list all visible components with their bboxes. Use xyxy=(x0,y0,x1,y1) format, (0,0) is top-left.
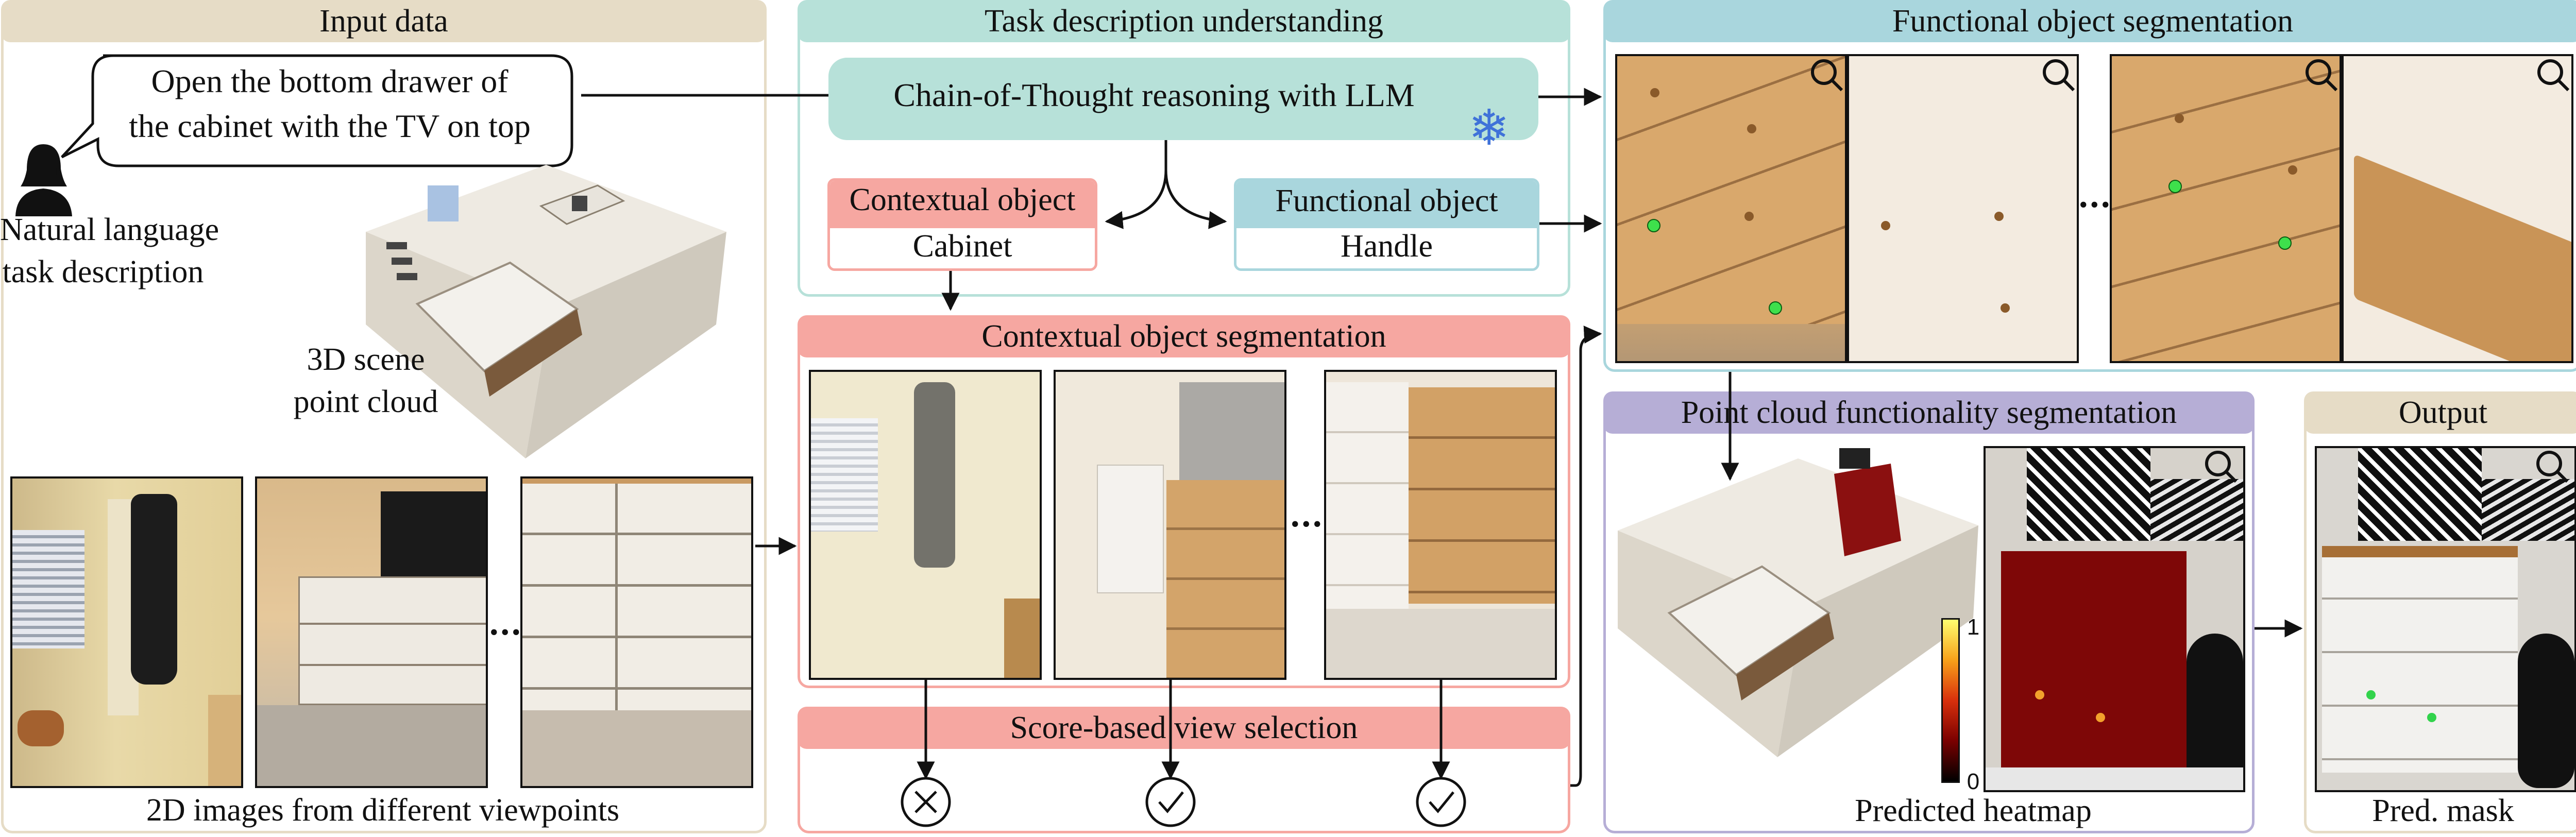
arrow-select-to-funcseg xyxy=(1570,326,1602,787)
speech-bubble xyxy=(61,54,573,167)
func-view-2b xyxy=(2342,54,2573,363)
input-data-header: Input data xyxy=(1,0,767,42)
input-image-1 xyxy=(10,476,243,788)
arrow-llm-to-functional xyxy=(1164,140,1227,229)
input-image-3 xyxy=(520,476,753,788)
output-caption: Pred. mask xyxy=(2372,793,2514,828)
point-cloud-result xyxy=(1618,448,1978,757)
magnifier-icon xyxy=(1811,59,2570,483)
snowflake-icon: ❄ xyxy=(1468,99,1510,157)
task-header: Task description understanding xyxy=(798,0,1570,42)
contextual-view-2 xyxy=(1054,370,1286,680)
nl-label-2: task description xyxy=(2,254,204,289)
output-header: Output xyxy=(2304,391,2576,434)
heatmap-caption: Predicted heatmap xyxy=(1855,793,2092,828)
arrow-llm-to-contextual xyxy=(1105,140,1167,229)
ellipsis-functional: ... xyxy=(2079,176,2112,215)
nl-label-1: Natural language xyxy=(0,212,219,247)
contextual-object-value: Cabinet xyxy=(912,229,1012,264)
point-cloud-scene xyxy=(366,165,726,458)
ellipsis-images: ... xyxy=(489,603,523,643)
images-caption: 2D images from different viewpoints xyxy=(146,793,620,828)
contextual-view-3 xyxy=(1324,370,1557,680)
contextual-object-box xyxy=(827,178,1097,271)
contextual-object-head: Contextual object xyxy=(849,182,1076,217)
heatmap-view xyxy=(1984,446,2245,792)
input-image-2 xyxy=(255,476,488,788)
accept-mark-icon-2 xyxy=(1416,777,1466,827)
colorbar-max: 1 xyxy=(1967,614,1980,640)
func-view-1a xyxy=(1615,54,1847,363)
functional-object-value: Handle xyxy=(1340,229,1433,264)
contextual-view-1 xyxy=(809,370,1042,680)
ellipsis-contextual: ... xyxy=(1291,495,1324,535)
colorbar-min: 0 xyxy=(1967,769,1980,794)
output-mask-view xyxy=(2315,446,2576,792)
scene-label-2: point cloud xyxy=(293,384,438,419)
reject-mark-icon xyxy=(901,777,951,827)
func-view-2a xyxy=(2110,54,2342,363)
func-seg-header: Functional object segmentation xyxy=(1603,0,2576,42)
llm-label: Chain-of-Thought reasoning with LLM xyxy=(893,77,1415,113)
functional-object-box xyxy=(1234,178,1539,271)
heatmap-colorbar xyxy=(1941,618,1960,783)
accept-mark-icon-1 xyxy=(1145,777,1196,827)
llm-box xyxy=(828,58,1538,140)
pc-seg-header: Point cloud functionality segmentation xyxy=(1603,391,2255,434)
functional-object-head: Functional object xyxy=(1275,183,1498,218)
scene-label-1: 3D scene xyxy=(307,342,425,377)
person-icon xyxy=(15,144,72,216)
speech-line-1: Open the bottom drawer of xyxy=(151,63,509,99)
speech-line-2: the cabinet with the TV on top xyxy=(129,108,531,144)
func-view-1b xyxy=(1847,54,2079,363)
handle-point-markers xyxy=(1647,180,2292,315)
contextual-seg-header: Contextual object segmentation xyxy=(798,315,1570,357)
